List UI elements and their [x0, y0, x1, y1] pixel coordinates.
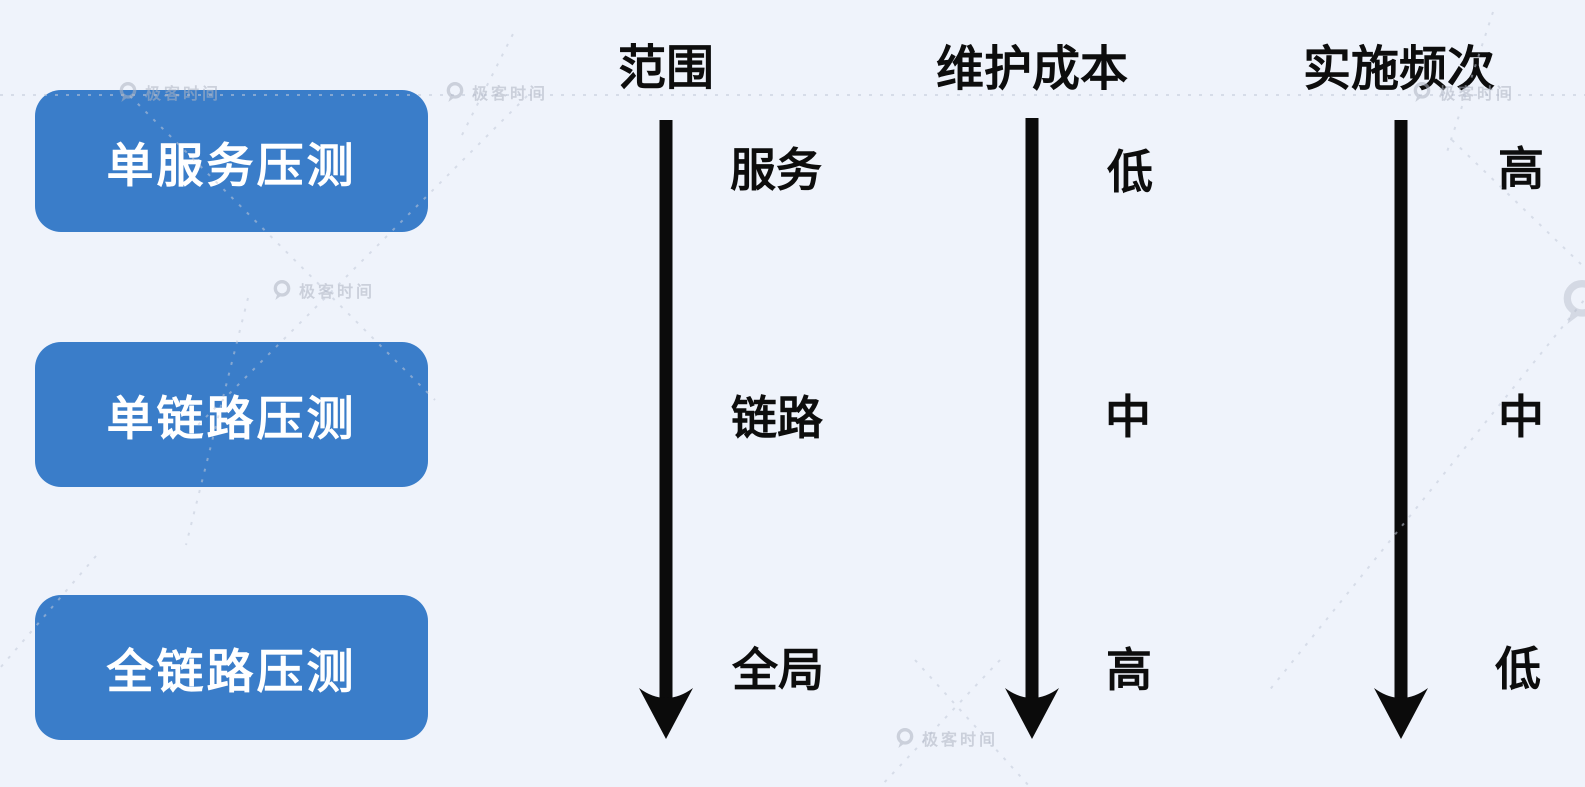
value-frequency-row0: 高 — [1498, 143, 1544, 195]
box-label: 全链路压测 — [106, 645, 357, 698]
box-label: 单链路压测 — [106, 392, 357, 445]
box-label: 单服务压测 — [106, 138, 357, 192]
watermark-brand: 极客时间 — [472, 86, 549, 103]
watermark-brand: 极客时间 — [922, 732, 999, 749]
geektime-logo-icon — [896, 727, 914, 748]
value-scope-row1: 链路 — [731, 392, 823, 444]
value-scope-row0: 服务 — [730, 144, 822, 196]
watermark-stamp: 极客时间 — [445, 80, 548, 104]
down-arrow-maintenance — [1005, 118, 1059, 739]
geektime-logo-icon — [273, 280, 291, 300]
geektime-logo-icon — [446, 82, 464, 102]
down-arrow-frequency — [1374, 120, 1428, 739]
value-scope-row2: 全局 — [732, 644, 824, 696]
watermark-brand: 极客时间 — [299, 284, 376, 301]
watermark-stamp: 极客时间 — [895, 726, 998, 750]
down-arrow-scope — [639, 120, 693, 739]
value-frequency-row2: 低 — [1495, 643, 1541, 695]
box-single-link-test: 单链路压测 — [35, 342, 428, 487]
column-header-scope: 范围 — [617, 42, 715, 95]
box-single-service-test: 单服务压测 — [35, 90, 428, 232]
watermark-stamp: 极客时间 — [272, 278, 375, 302]
value-maintenance-row1: 中 — [1105, 391, 1151, 443]
geektime-logo-icon — [1563, 280, 1585, 324]
value-maintenance-row2: 高 — [1106, 644, 1152, 696]
column-header-frequency: 实施频次 — [1302, 43, 1496, 96]
box-full-link-test: 全链路压测 — [35, 595, 428, 740]
watermark-stamp-partial — [1560, 278, 1585, 326]
value-frequency-row1: 中 — [1498, 391, 1544, 443]
value-maintenance-row0: 低 — [1107, 146, 1153, 198]
column-header-maintenance: 维护成本 — [935, 43, 1129, 96]
